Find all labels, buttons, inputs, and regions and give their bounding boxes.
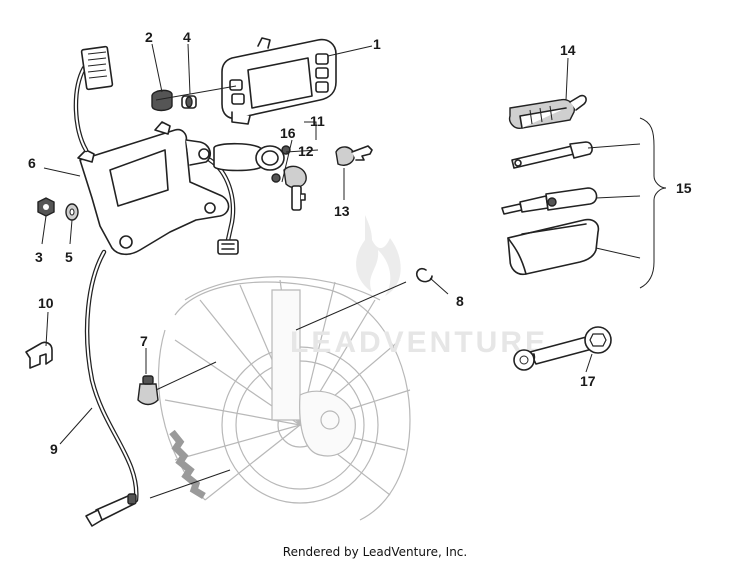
spacer-bushing [181, 95, 197, 109]
tool-kit-bracket [639, 117, 667, 289]
leader-lines [41, 43, 641, 499]
callout-13: 13 [334, 203, 350, 219]
callout-15: 15 [676, 180, 692, 196]
callout-11: 11 [310, 113, 325, 129]
cluster-wiring [73, 45, 114, 153]
footer-credit: Rendered by LeadVenture, Inc. [282, 545, 468, 559]
tool-kit-socket-wrench [511, 141, 593, 169]
callout-16: 16 [280, 125, 296, 141]
washer [65, 203, 79, 221]
callout-10: 10 [38, 295, 54, 311]
tool-kit-screwdriver [501, 187, 598, 215]
callout-8: 8 [456, 293, 464, 309]
spanner-wrench [513, 326, 612, 371]
ignition-keys [283, 165, 307, 211]
speed-sensor [137, 375, 159, 406]
callout-labels: 1 2 3 4 5 6 7 8 9 10 11 12 13 14 15 16 1… [28, 29, 692, 457]
mounting-bracket [77, 121, 230, 256]
instrument-cluster [221, 37, 337, 125]
callout-4: 4 [183, 29, 191, 45]
hex-nut [37, 197, 55, 217]
callout-7: 7 [140, 333, 148, 349]
speed-sensor-cable [84, 249, 139, 527]
spare-key [335, 145, 373, 166]
callout-17: 17 [580, 373, 596, 389]
callout-14: 14 [560, 42, 576, 58]
callout-6: 6 [28, 155, 36, 171]
tool-roll-pouch [508, 94, 587, 130]
callout-9: 9 [50, 441, 58, 457]
callout-2: 2 [145, 29, 153, 45]
callout-12: 12 [298, 143, 314, 159]
watermark-text: LEADVENTURE [290, 326, 548, 359]
rubber-grommet [151, 89, 173, 112]
callout-1: 1 [373, 36, 381, 52]
front-wheel-background [157, 276, 411, 521]
ignition-switch [207, 142, 291, 255]
callout-5: 5 [65, 249, 73, 265]
cable-clamp [25, 341, 53, 369]
watermark: LEADVENTURE [290, 215, 548, 359]
tool-kit-bag [507, 218, 600, 276]
callout-3: 3 [35, 249, 43, 265]
circlip [415, 267, 433, 283]
